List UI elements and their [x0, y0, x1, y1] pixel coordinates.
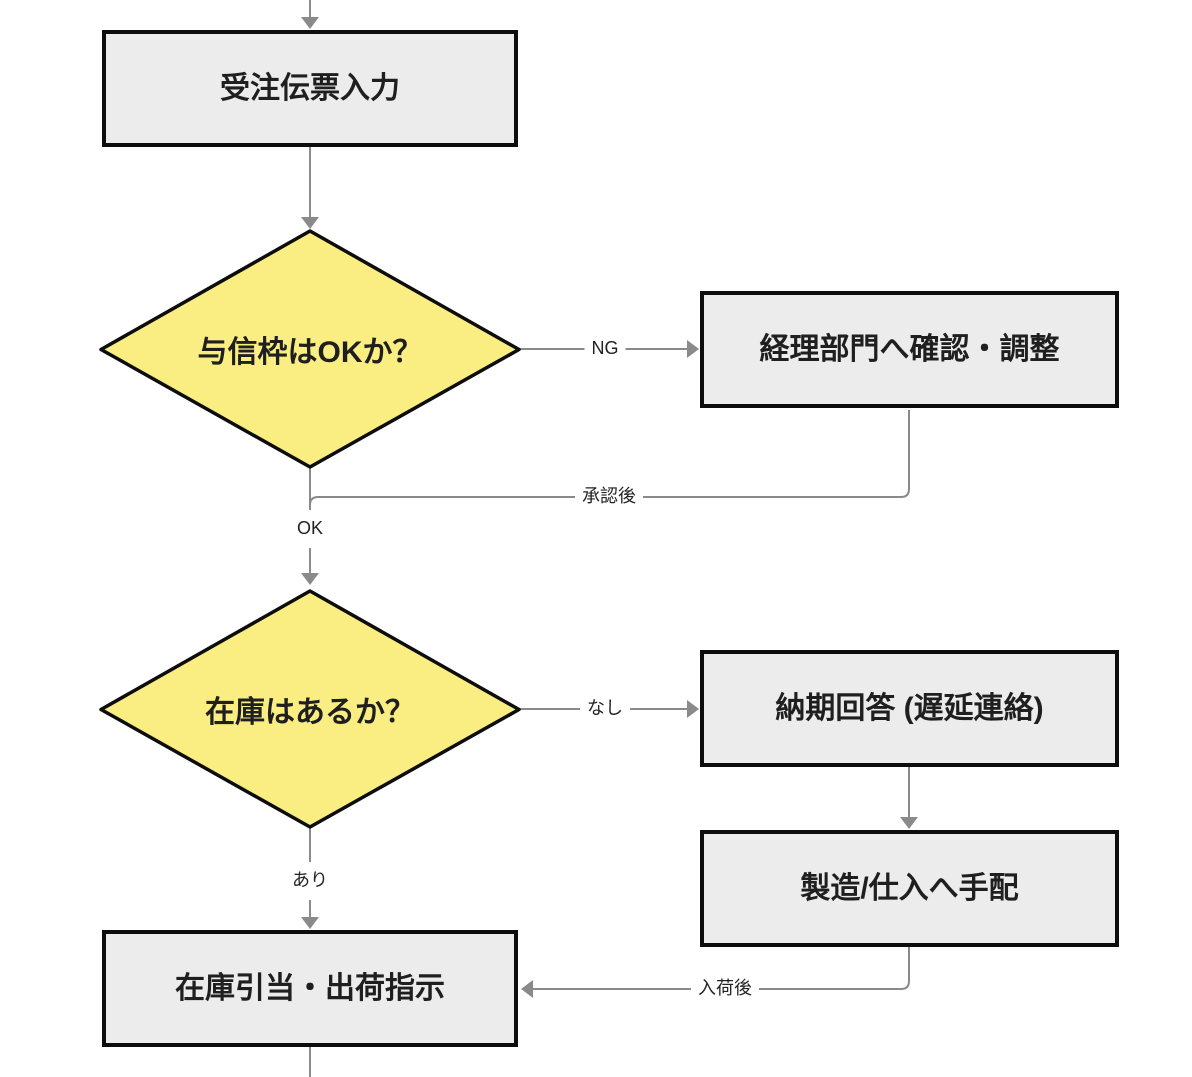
- edge-label-no-stock: なし: [580, 690, 630, 728]
- arrowhead-right-icon: [687, 340, 699, 358]
- arrowhead-left-icon: [521, 980, 533, 998]
- node-allocation: 在庫引当・出荷指示: [102, 930, 518, 1047]
- edge-label-approved: 承認後: [575, 478, 643, 516]
- node-accounting-label: 経理部門へ確認・調整: [759, 333, 1060, 366]
- arrowhead-down-icon: [900, 817, 918, 829]
- node-delivery-reply: 納期回答 (遅延連絡): [700, 650, 1119, 767]
- edge-label-ok: OK: [289, 510, 331, 548]
- node-credit-check-label: 与信枠はOKか？: [197, 336, 423, 369]
- node-procurement-label: 製造/仕入へ手配: [800, 872, 1019, 905]
- node-procurement: 製造/仕入へ手配: [700, 830, 1119, 947]
- node-allocation-label: 在庫引当・出荷指示: [175, 972, 445, 1005]
- edge-label-after-arrival: 入荷後: [691, 970, 759, 1008]
- edge-procurement-to-allocation: [533, 947, 910, 990]
- arrowhead-down-icon: [301, 17, 319, 29]
- arrowhead-down-icon: [301, 573, 319, 585]
- node-delivery-reply-label: 納期回答 (遅延連絡): [775, 692, 1044, 725]
- node-order-entry-label: 受注伝票入力: [220, 72, 400, 105]
- edge-label-ng: NG: [584, 330, 626, 368]
- diamond-shape: [99, 229, 521, 469]
- node-stock-check: 在庫はあるか？: [98, 588, 522, 830]
- node-order-entry: 受注伝票入力: [102, 30, 518, 147]
- arrowhead-down-icon: [301, 917, 319, 929]
- edge-label-in-stock: あり: [285, 862, 335, 900]
- diamond-shape: [99, 589, 521, 829]
- node-accounting: 経理部門へ確認・調整: [700, 291, 1119, 408]
- node-credit-check: 与信枠はOKか？: [98, 228, 522, 470]
- arrowhead-down-icon: [301, 217, 319, 229]
- arrowhead-right-icon: [687, 700, 699, 718]
- node-stock-check-label: 在庫はあるか？: [205, 696, 415, 729]
